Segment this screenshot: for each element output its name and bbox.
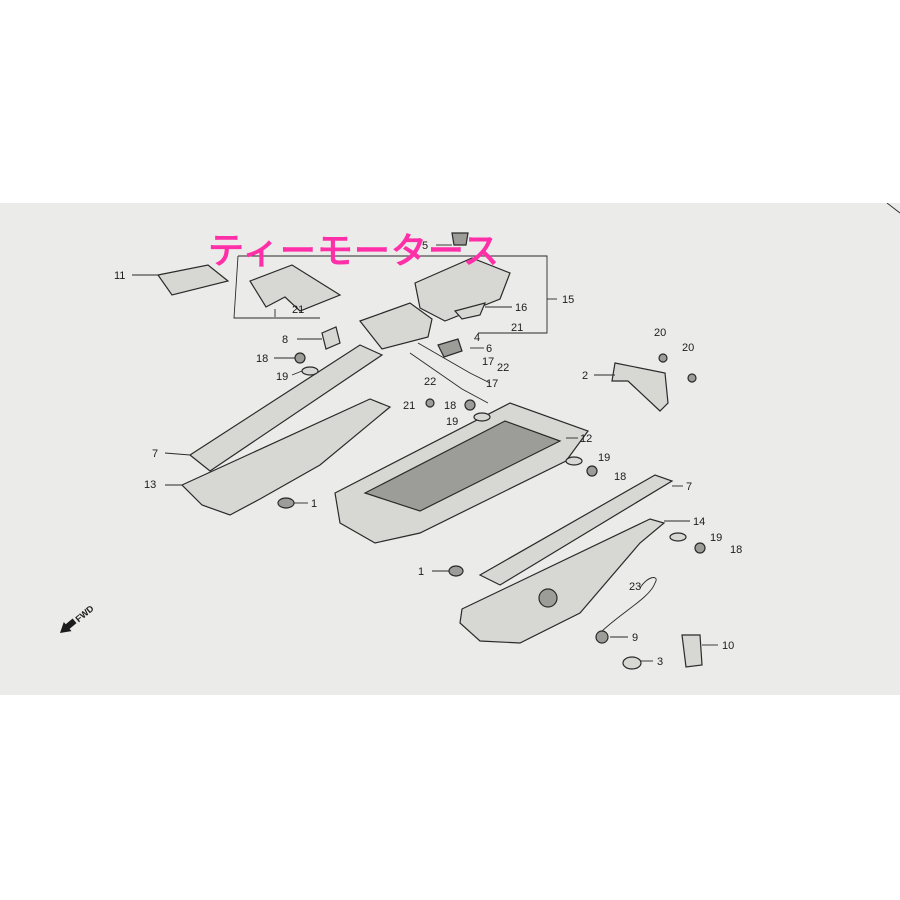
callout-2: 2: [582, 370, 588, 382]
right-cover-hole: [538, 588, 558, 608]
group-15-bracket-left: [233, 255, 320, 319]
callout-5: 5: [422, 240, 428, 252]
callout-18: 18: [614, 471, 626, 483]
parts-diagram-sheet: FWD 5 11 21 8 16 21 15 4 6 17 22 22 17 1…: [0, 203, 900, 695]
callout-8: 8: [282, 334, 288, 346]
part-2-bracket: [611, 362, 669, 412]
washer-19b: [473, 412, 491, 422]
screw-21c: [425, 398, 435, 408]
callout-19: 19: [446, 416, 458, 428]
part-1-grommet-left: [277, 497, 295, 509]
leader-7a: [164, 452, 191, 456]
callout-18: 18: [730, 544, 742, 556]
callout-7: 7: [686, 481, 692, 493]
callout-21: 21: [511, 322, 523, 334]
left-side-rail: [188, 344, 384, 472]
callout-17: 17: [486, 378, 498, 390]
bolt-18d: [694, 542, 706, 554]
fwd-label: FWD: [74, 603, 97, 624]
panel-door: [359, 302, 433, 350]
part-14-right-cover: [459, 518, 666, 644]
callout-1: 1: [418, 566, 424, 578]
callout-21: 21: [403, 400, 415, 412]
callout-23: 23: [629, 581, 641, 593]
screw-20a: [658, 353, 668, 363]
callout-21: 21: [292, 304, 304, 316]
callout-22: 22: [497, 362, 509, 374]
callout-18: 18: [444, 400, 456, 412]
callout-9: 9: [632, 632, 638, 644]
part-3-ring: [622, 656, 642, 670]
part-5-clip: [451, 232, 469, 246]
fwd-arrow: FWD: [60, 603, 97, 633]
screw-20b: [687, 373, 697, 383]
callout-20: 20: [682, 342, 694, 354]
callout-16: 16: [515, 302, 527, 314]
washer-19a: [301, 366, 319, 376]
callout-labels: 5 11 21 8 16 21 15 4 6 17 22 22 17 18 19…: [114, 240, 742, 668]
callout-11: 11: [114, 270, 125, 282]
harness-23: [599, 577, 657, 634]
right-side-rail: [478, 474, 674, 586]
chevron-plate: [249, 264, 342, 312]
callout-6: 6: [486, 343, 492, 355]
part-6-lock: [437, 338, 463, 358]
callout-1: 1: [311, 498, 317, 510]
bolt-18c: [586, 465, 598, 477]
callout-19: 19: [598, 452, 610, 464]
part-11-pad: [156, 264, 230, 296]
callout-19: 19: [710, 532, 722, 544]
leader-19a: [291, 370, 303, 376]
fwd-arrow-shaft: [64, 618, 77, 630]
sheet-edge-line: [886, 203, 900, 214]
washer-19d: [669, 532, 687, 542]
exploded-parts-diagram: FWD 5 11 21 8 16 21 15 4 6 17 22 22 17 1…: [60, 203, 900, 670]
callout-14: 14: [693, 516, 705, 528]
washer-19c: [565, 456, 583, 466]
callout-18: 18: [256, 353, 268, 365]
callout-7: 7: [152, 448, 158, 460]
part-9-socket: [595, 630, 609, 644]
callout-19: 19: [276, 371, 288, 383]
callout-22: 22: [424, 376, 436, 388]
part-16-bracket: [453, 302, 487, 320]
lid-plate: [414, 257, 511, 322]
part-13-left-cover: [180, 398, 392, 516]
bolt-18a: [294, 352, 306, 364]
callout-17: 17: [482, 356, 494, 368]
callout-12: 12: [580, 433, 592, 445]
shop-watermark: ティーモータース: [208, 231, 501, 272]
part-1-grommet-right: [448, 565, 464, 577]
callout-15: 15: [562, 294, 574, 306]
part-8-hinge: [321, 326, 341, 350]
callout-4: 4: [474, 332, 480, 344]
callout-10: 10: [722, 640, 734, 652]
part-10-clip: [681, 634, 703, 668]
callout-20: 20: [654, 327, 666, 339]
group-15-bracket: [238, 255, 548, 334]
callout-13: 13: [144, 479, 156, 491]
cable-17b: [409, 352, 489, 404]
callout-3: 3: [657, 656, 663, 668]
floor-frame-opening: [363, 420, 562, 512]
fwd-arrow-head: [60, 621, 72, 633]
bolt-18b: [464, 399, 476, 411]
cable-17: [417, 342, 491, 384]
